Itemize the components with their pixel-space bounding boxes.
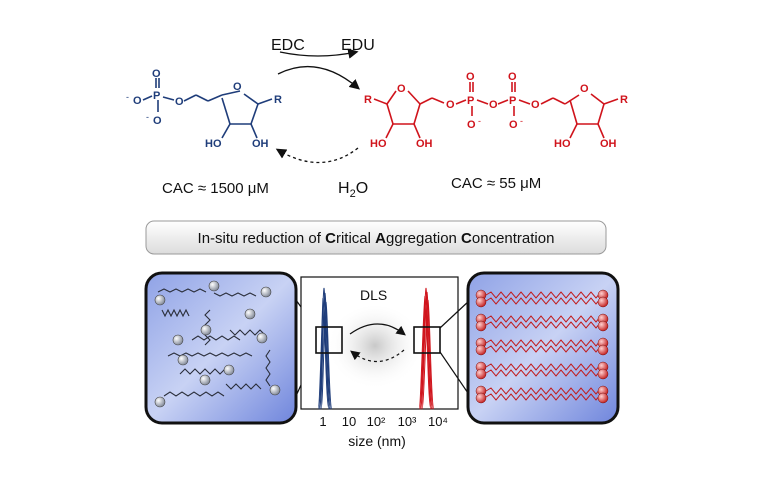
aggregate-tail (485, 387, 602, 395)
svg-text:-: - (146, 112, 149, 122)
svg-text:OH: OH (416, 138, 433, 150)
right-cac-value: CAC ≈ 55 μM (451, 175, 541, 192)
aggregate-tail (485, 345, 602, 353)
tick-label: 10 (342, 414, 356, 429)
tick-label: 10² (367, 414, 386, 429)
aggregate-headgroup (597, 368, 609, 380)
bilayer-rows (475, 289, 609, 404)
monomer-headgroup (199, 374, 211, 386)
aggregate-headgroup (475, 296, 487, 308)
right-zoom-box (413, 326, 441, 354)
aggregate-tail (485, 369, 602, 377)
tick-label: 10³ (398, 414, 417, 429)
left-zoom-box (315, 326, 343, 354)
svg-text:P: P (509, 95, 516, 107)
svg-text:O: O (397, 83, 406, 95)
tick-label: 1 (319, 414, 326, 429)
aggregate-headgroup (597, 392, 609, 404)
diphosphate-structure: R O HO OH O P O O - O P O O - O (364, 71, 628, 150)
tick-label: 10⁴ (428, 414, 448, 429)
svg-text:O: O (446, 99, 455, 111)
svg-text:O: O (153, 115, 162, 127)
svg-text:P: P (467, 95, 474, 107)
forward-reaction-arrow (277, 48, 360, 90)
water-label: H2O (338, 180, 368, 200)
monomer-headgroup (177, 354, 189, 366)
svg-text:P: P (153, 90, 160, 102)
small-size-peaks (317, 287, 333, 410)
svg-text:O: O (531, 99, 540, 111)
aggregate-headgroup (475, 368, 487, 380)
aggregate-headgroup (475, 344, 487, 356)
svg-text:OH: OH (600, 138, 617, 150)
monomer-headgroup (260, 286, 272, 298)
left-hydroxyl-label: HO (205, 138, 222, 150)
large-size-peaks (418, 287, 435, 410)
monomer-headgroup (223, 364, 235, 376)
right-r-group-left: R (364, 94, 372, 106)
svg-text:O: O (466, 71, 475, 83)
aggregate-headgroup (475, 392, 487, 404)
svg-text:HO: HO (370, 138, 387, 150)
svg-text:-: - (478, 116, 481, 126)
forward-dls-arrow (349, 323, 406, 336)
aggregate-tail (485, 363, 602, 371)
right-hydroxyl-label: OH (252, 138, 269, 150)
aggregate-headgroup (597, 296, 609, 308)
svg-text:O: O (133, 95, 142, 107)
aggregate-tail (485, 297, 602, 305)
aggregate-tail (485, 339, 602, 347)
edu-label: EDU (341, 37, 375, 54)
aggregate-tail (485, 291, 602, 299)
monomer-headgroup (154, 294, 166, 306)
aggregate-tail (485, 321, 602, 329)
svg-text:O: O (489, 99, 498, 111)
monomer-headgroup (208, 280, 220, 292)
right-r-group-right: R (620, 94, 628, 106)
reverse-reaction-arrow (275, 147, 359, 164)
svg-text:HO: HO (554, 138, 571, 150)
monomer-headgroup (200, 324, 212, 336)
aggregate-headgroup (475, 320, 487, 332)
svg-text:-: - (126, 92, 129, 102)
svg-text:O: O (152, 68, 161, 80)
left-cac-value: CAC ≈ 1500 μM (162, 180, 269, 197)
monomer-headgroup (256, 332, 268, 344)
x-axis-label: size (nm) (348, 433, 406, 449)
svg-text:-: - (520, 116, 523, 126)
monophosphate-structure: O - P O O - O O R HO OH (126, 68, 282, 150)
svg-text:O: O (233, 81, 242, 93)
monomer-headgroup (269, 384, 281, 396)
svg-text:O: O (467, 119, 476, 131)
banner-text: In-situ reduction of Critical Aggregatio… (198, 230, 555, 247)
monomer-headgroup (172, 334, 184, 346)
monomer-headgroup (154, 396, 166, 408)
aggregate-headgroup (597, 320, 609, 332)
right-zoom-connectors (439, 299, 471, 397)
aggregate-headgroup (597, 344, 609, 356)
cac-banner: In-situ reduction of Critical Aggregatio… (145, 220, 607, 255)
edc-label: EDC (271, 37, 305, 54)
svg-text:O: O (508, 71, 517, 83)
dls-panel: DLS 1 10 10² 10³ 10⁴ size (nm) (300, 276, 459, 449)
left-r-group: R (274, 94, 282, 106)
dls-title: DLS (360, 287, 387, 303)
svg-text:O: O (175, 96, 184, 108)
aggregate-panel (466, 271, 620, 425)
aggregate-tail (485, 315, 602, 323)
aggregate-tail (485, 393, 602, 401)
svg-text:O: O (580, 83, 589, 95)
svg-text:O: O (509, 119, 518, 131)
monomer-panel (144, 271, 298, 425)
monomer-headgroup (244, 308, 256, 320)
